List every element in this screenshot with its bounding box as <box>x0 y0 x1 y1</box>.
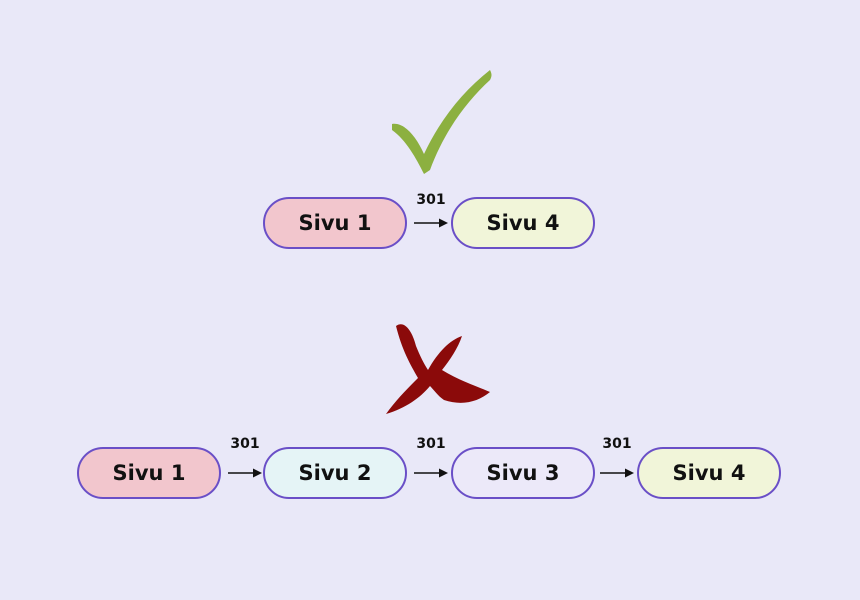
wrong-node-3: Sivu 3 <box>451 447 595 499</box>
arrow-icon <box>414 468 448 478</box>
arrow-icon <box>228 468 262 478</box>
correct-redirect-label: 301 <box>416 192 446 208</box>
arrow-icon <box>414 218 448 228</box>
checkmark-icon <box>392 70 492 174</box>
wrong-redirect-label-2: 301 <box>416 436 446 452</box>
correct-target-node: Sivu 4 <box>451 197 595 249</box>
wrong-node-1: Sivu 1 <box>77 447 221 499</box>
wrong-redirect-label-1: 301 <box>230 436 260 452</box>
wrong-redirect-label-3: 301 <box>602 436 632 452</box>
wrong-node-2: Sivu 2 <box>263 447 407 499</box>
arrow-icon <box>600 468 634 478</box>
correct-source-node: Sivu 1 <box>263 197 407 249</box>
cross-icon <box>386 324 490 414</box>
wrong-node-4: Sivu 4 <box>637 447 781 499</box>
